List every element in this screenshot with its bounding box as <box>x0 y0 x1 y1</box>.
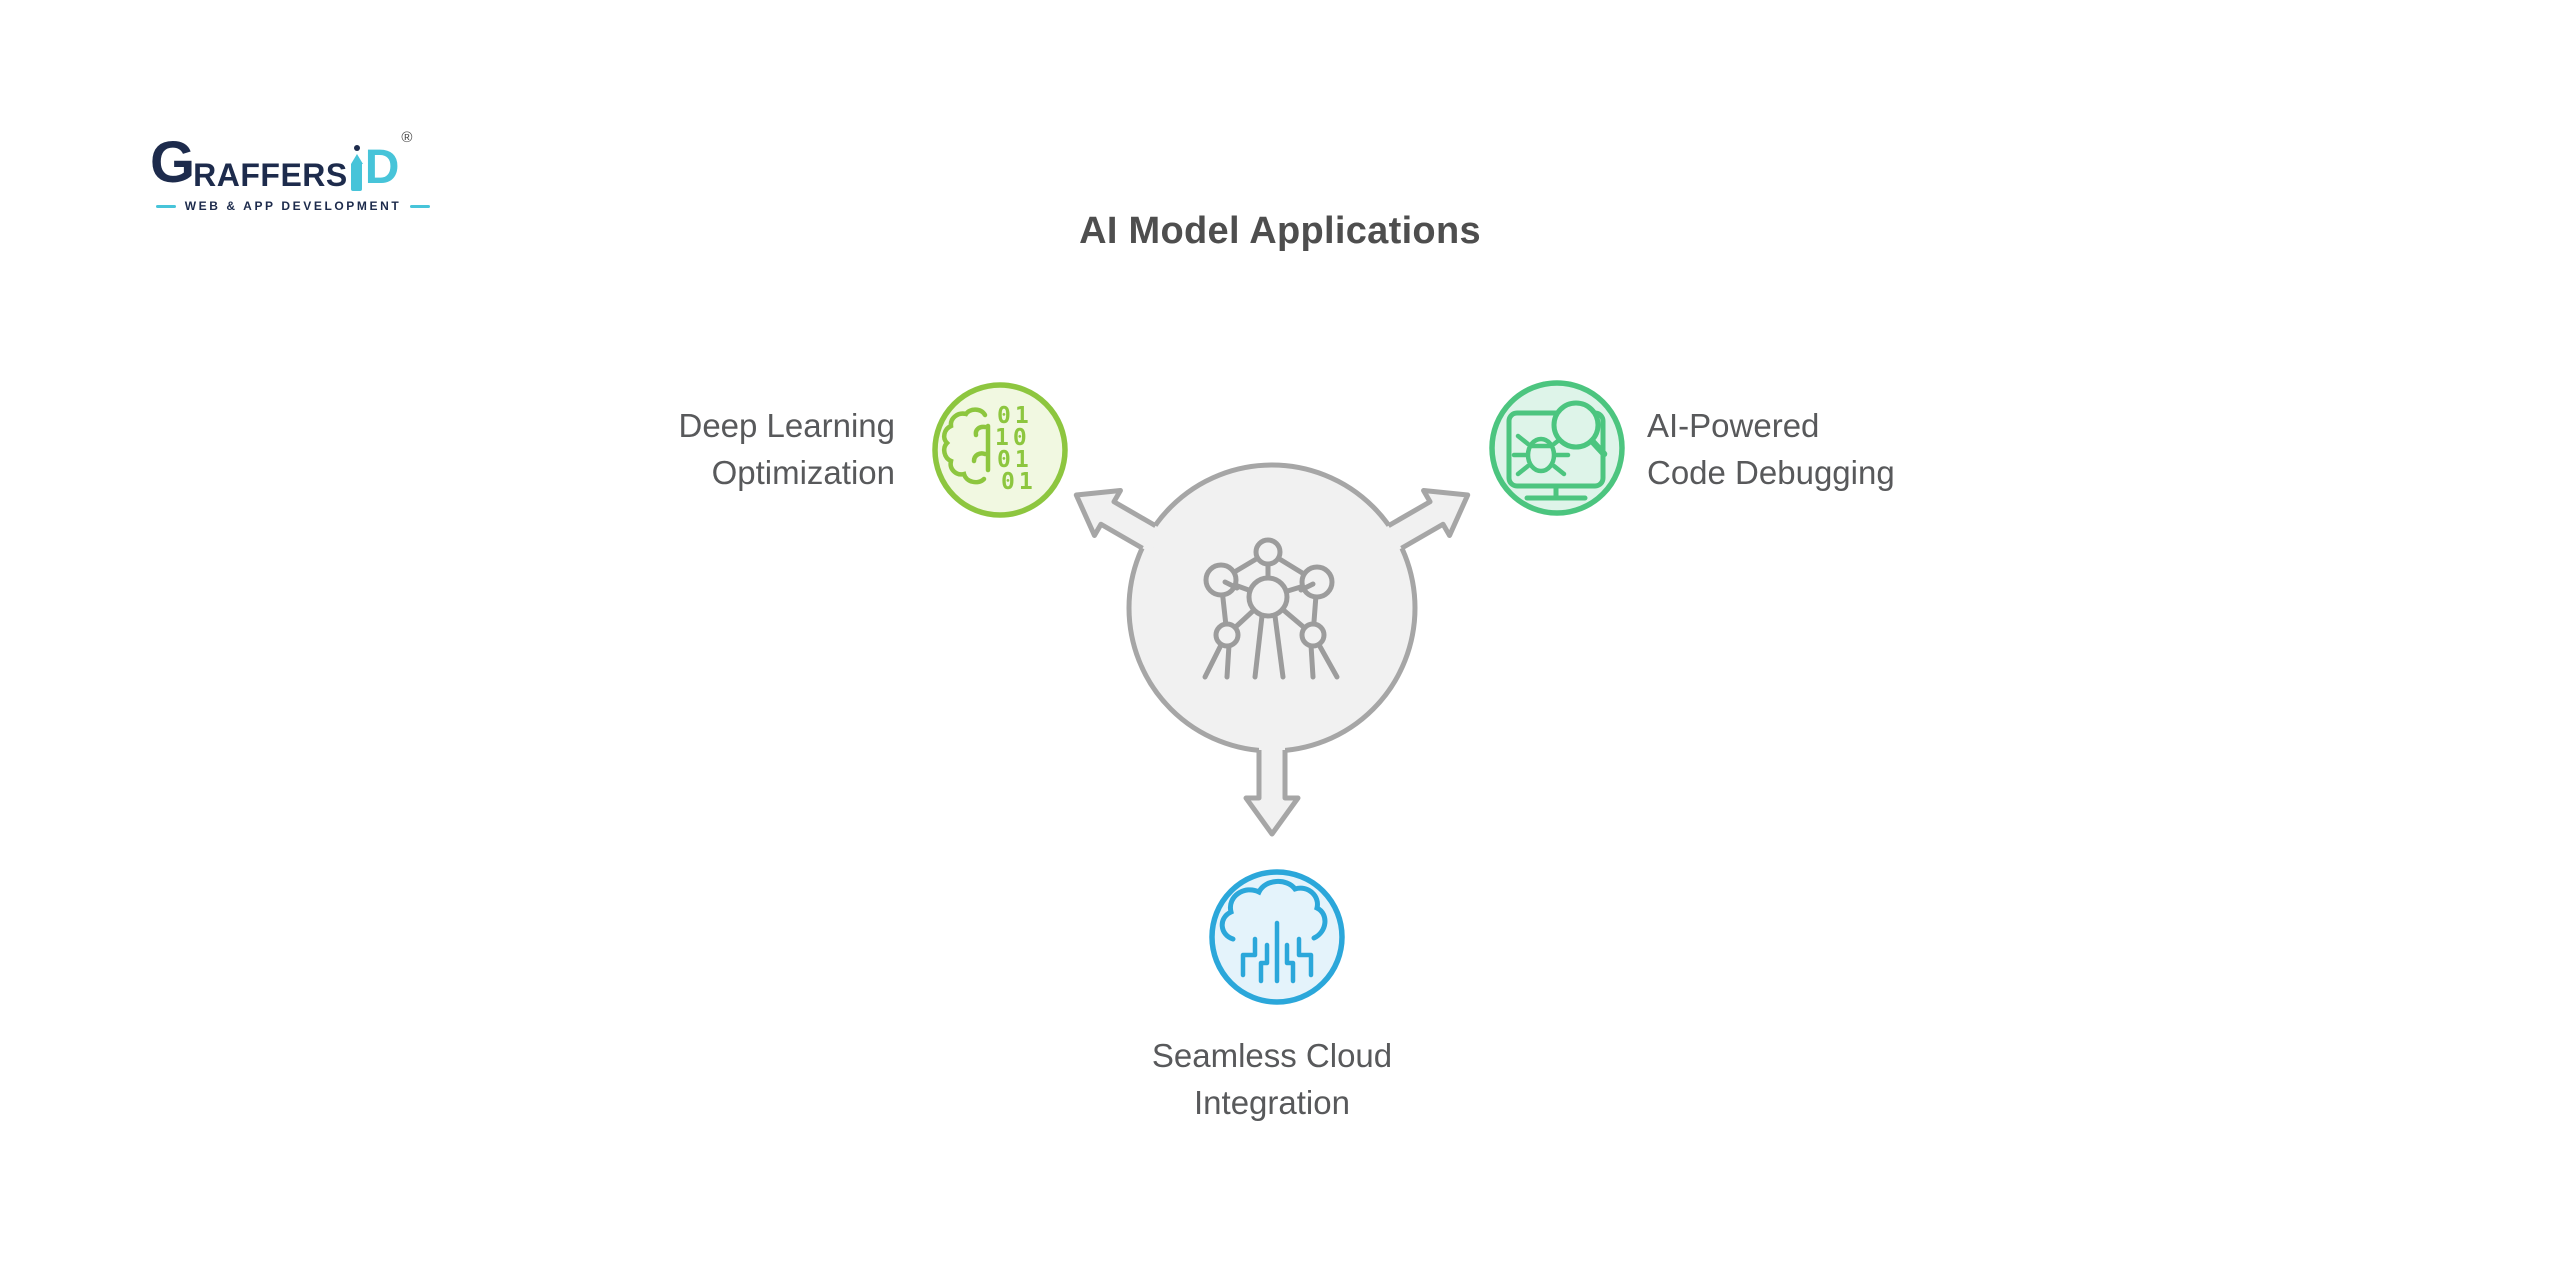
label-line: Optimization <box>711 454 895 491</box>
label-deep-learning-optimization: Deep Learning Optimization <box>679 402 896 496</box>
label-ai-powered-code-debugging: AI-Powered Code Debugging <box>1647 402 1895 496</box>
brain-binary-icon-circle <box>932 382 1068 518</box>
logo-letter-d: D <box>364 141 400 194</box>
arrow-up-left-icon <box>1073 487 1164 553</box>
binary-row-1: 01 <box>997 403 1033 429</box>
magnifier-icon <box>1551 400 1608 458</box>
label-seamless-cloud-integration: Seamless Cloud Integration <box>972 1032 1572 1126</box>
tagline-dash-right <box>410 204 430 208</box>
label-line: Integration <box>1194 1084 1350 1121</box>
pencil-dot <box>353 145 360 151</box>
central-hub <box>1073 462 1471 837</box>
bug-scan-monitor-icon <box>1489 380 1625 516</box>
label-line: AI-Powered <box>1647 407 1820 444</box>
binary-digits: 01 10 01 01 <box>995 403 1037 495</box>
arrow-down-icon <box>1243 741 1301 837</box>
arrow-up-right-icon <box>1380 487 1471 553</box>
cloud-circuit-icon <box>1209 869 1345 1005</box>
pencil-bar <box>351 164 363 191</box>
label-line: Seamless Cloud <box>1151 1037 1393 1074</box>
logo-letter-g: G <box>150 130 195 195</box>
binary-row-2: 10 <box>995 425 1031 451</box>
label-line: Code Debugging <box>1647 454 1895 491</box>
binary-row-4: 01 <box>1001 469 1037 495</box>
tagline-dash-left <box>156 204 176 208</box>
neural-network-icon <box>1202 537 1340 680</box>
label-line: Deep Learning <box>678 407 896 444</box>
brain-half <box>941 407 991 485</box>
pencil-i-icon <box>350 145 363 191</box>
binary-row-3: 01 <box>997 447 1033 473</box>
circuit-traces <box>1240 920 1314 984</box>
page-title: AI Model Applications <box>1079 210 1481 252</box>
pencil-tip <box>350 154 363 164</box>
brain-binary-icon: 01 10 01 01 <box>932 382 1068 518</box>
cloud-outline <box>1219 879 1328 942</box>
registered-trademark-symbol: ® <box>401 129 413 146</box>
tagline-text: WEB & APP DEVELOPMENT <box>184 199 402 213</box>
logo-tagline: WEB & APP DEVELOPMENT <box>156 199 430 213</box>
logo-letters-raffers: RAFFERS <box>193 157 348 193</box>
